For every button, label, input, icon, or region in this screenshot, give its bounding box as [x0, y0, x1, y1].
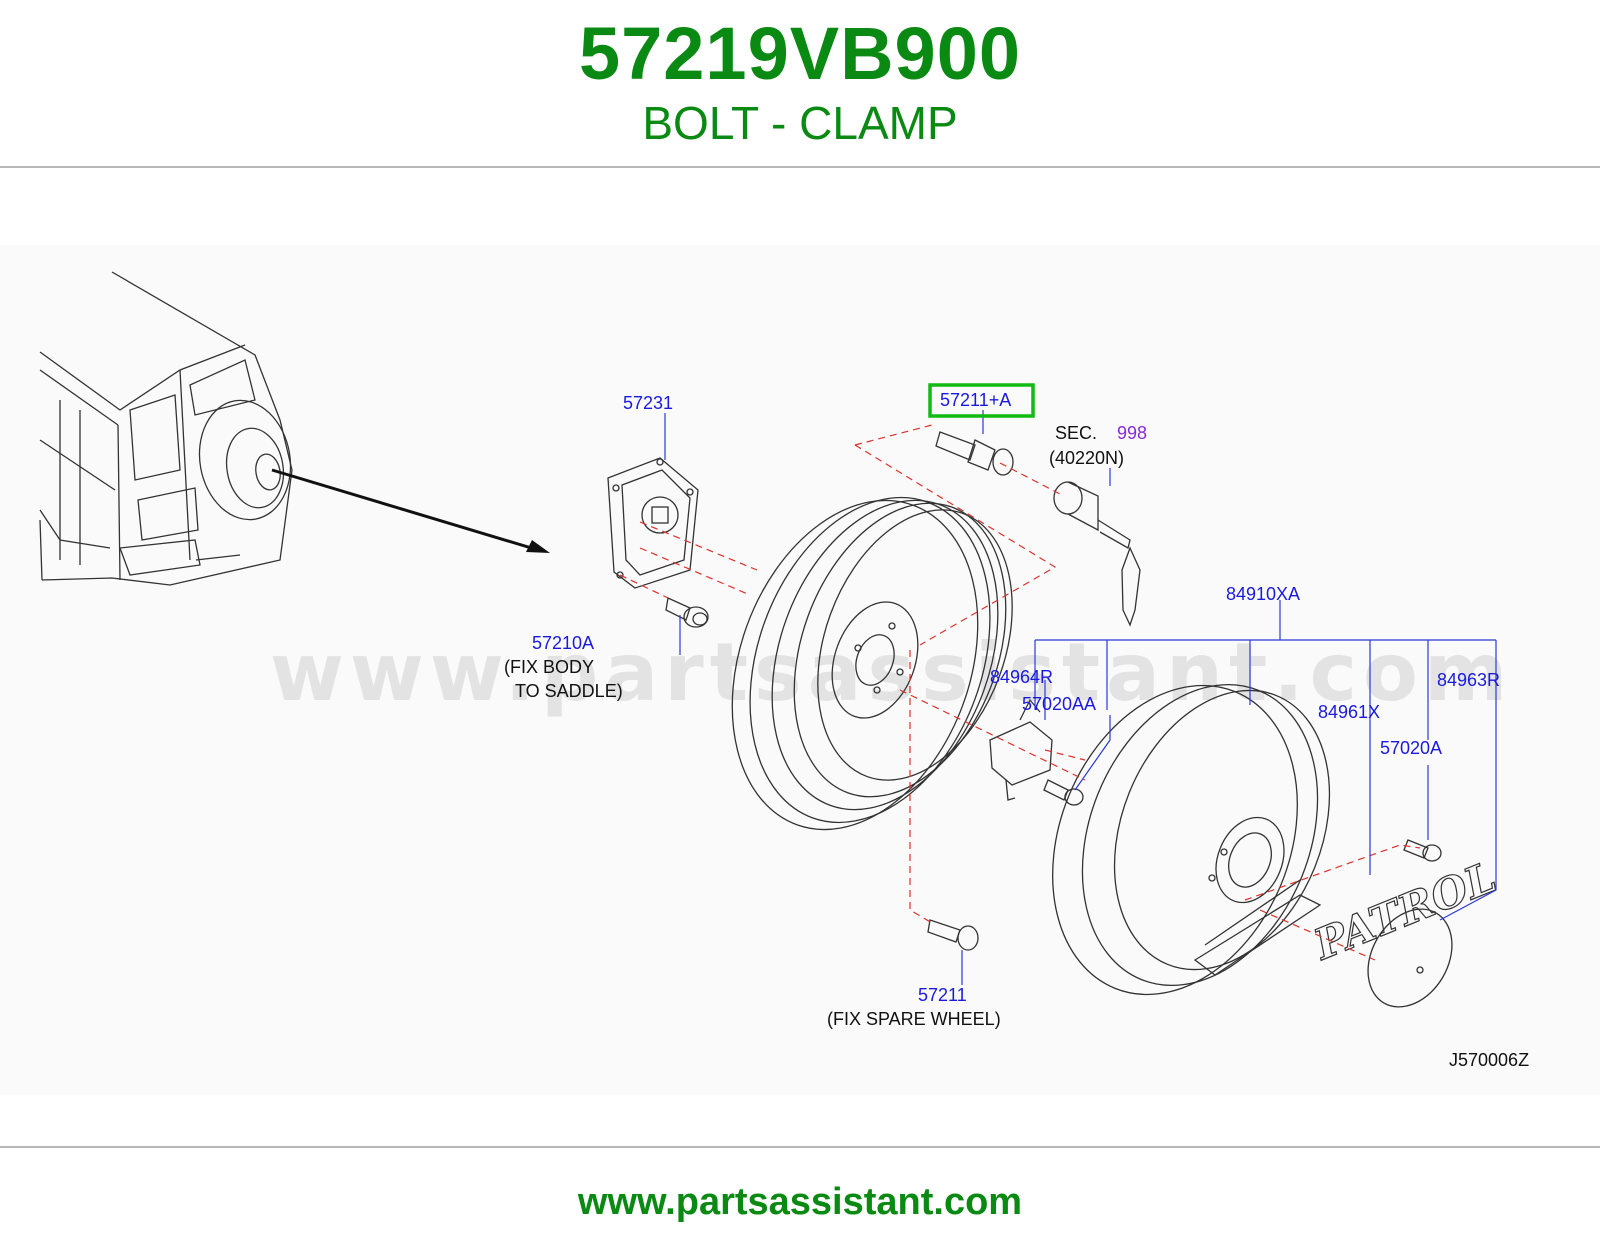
part-number-title: 57219VB900 — [578, 12, 1022, 95]
label-57211[interactable]: 57211 — [918, 985, 967, 1005]
label-fix-spare-wheel: (FIX SPARE WHEEL) — [827, 1009, 1001, 1029]
header: 57219VB900 BOLT - CLAMP — [0, 0, 1600, 168]
part-name-subtitle: BOLT - CLAMP — [642, 97, 958, 149]
lock-bolt-part — [935, 431, 1014, 476]
label-sec: SEC. — [1055, 423, 1097, 443]
bolt-57211-part — [927, 919, 979, 951]
leader-lines — [664, 410, 1497, 985]
bolt-57020a-part — [1403, 839, 1442, 862]
bolt-57210a-part — [665, 597, 709, 628]
emblem-cap-part — [1367, 908, 1453, 1008]
spare-wheel-part — [731, 496, 1013, 831]
label-sec-998-link[interactable]: 998 — [1117, 423, 1147, 443]
footer-website-link[interactable]: www.partsassistant.com — [577, 1181, 1023, 1223]
label-84961x[interactable]: 84961X — [1318, 702, 1380, 722]
spare-cover-part — [1052, 683, 1331, 996]
label-57210a[interactable]: 57210A — [532, 633, 594, 653]
patrol-emblem-text: PATROL — [1306, 852, 1502, 969]
label-40220n: (40220N) — [1049, 448, 1124, 468]
label-57020a[interactable]: 57020A — [1380, 738, 1442, 758]
drawing-code: J570006Z — [1449, 1050, 1529, 1070]
label-84964r[interactable]: 84964R — [990, 667, 1053, 687]
label-84910xa[interactable]: 84910XA — [1226, 584, 1300, 604]
header-divider — [0, 166, 1600, 168]
label-84963r[interactable]: 84963R — [1437, 670, 1500, 690]
label-to-saddle: TO SADDLE) — [515, 681, 623, 701]
label-57211-plus-a[interactable]: 57211+A — [940, 390, 1011, 410]
location-arrow — [271, 468, 550, 553]
footer-divider — [0, 1146, 1600, 1148]
saddle-bracket-part — [607, 457, 699, 589]
label-57020aa[interactable]: 57020AA — [1022, 694, 1096, 714]
label-57231[interactable]: 57231 — [623, 393, 673, 413]
label-fix-body: (FIX BODY — [504, 657, 594, 677]
cover-bracket-part — [989, 698, 1053, 801]
key-lock-part — [1053, 481, 1141, 627]
vehicle-sketch — [39, 271, 293, 586]
assembly-dashed-lines — [619, 424, 1421, 961]
highlight-box-57211a — [928, 383, 1035, 418]
bolt-57020aa-part — [1043, 779, 1084, 806]
